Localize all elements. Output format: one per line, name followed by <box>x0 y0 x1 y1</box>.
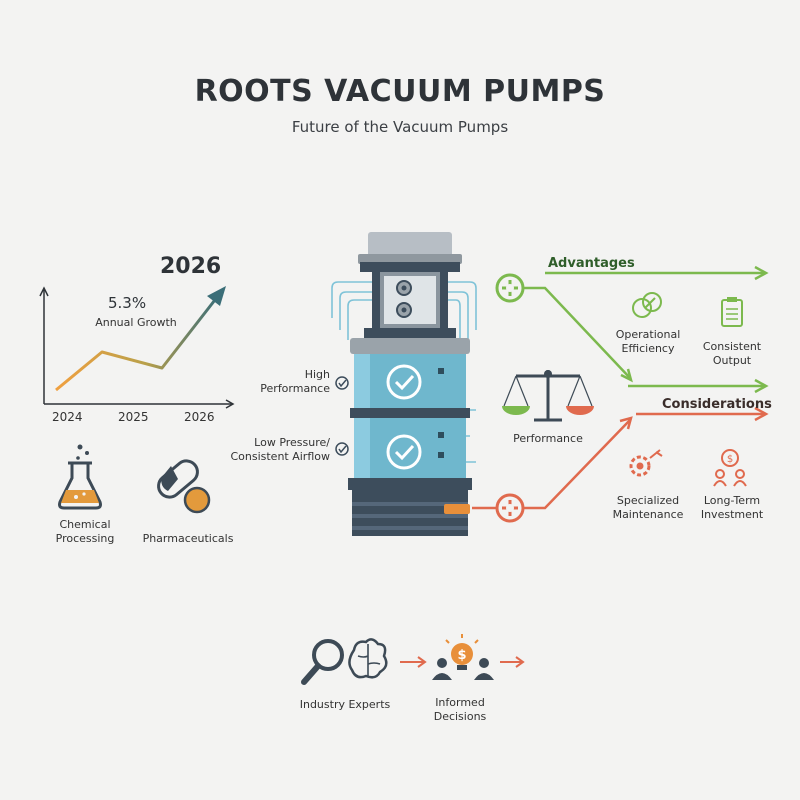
people-icon <box>432 658 494 680</box>
feature-low-pressure: Low Pressure/ Consistent Airflow <box>230 436 330 463</box>
flow-arrow-2 <box>500 656 525 668</box>
industry-chemical-label: Chemical Processing <box>55 518 115 545</box>
feature-high-performance: High Performance <box>260 368 330 395</box>
roots-pump <box>348 232 472 536</box>
check-badge-icon <box>386 364 422 400</box>
gear-icon <box>396 280 412 318</box>
page-title: ROOTS VACUUM PUMPS <box>194 74 606 109</box>
flask-icon <box>58 444 102 510</box>
balance-label: Performance <box>513 432 583 445</box>
industry-pharma-label: Pharmaceuticals <box>142 532 234 545</box>
page-subtitle: Future of the Vacuum Pumps <box>291 118 509 136</box>
pills-icon <box>157 459 211 514</box>
flow-arrow-1 <box>400 656 427 668</box>
growth-rate-label: Annual Growth <box>95 316 177 329</box>
considerations-title: Considerations <box>662 397 772 412</box>
pump-outlet <box>444 504 470 514</box>
year-label: 2024 <box>52 410 83 424</box>
considerations-arrows <box>523 406 769 510</box>
advantage-output-label: Consistent Output <box>702 340 762 367</box>
advantages-title: Advantages <box>548 256 635 271</box>
magnifier-icon <box>301 639 344 685</box>
svg-text:$: $ <box>727 454 733 465</box>
investment-icon: $ <box>713 449 747 487</box>
advantages-arrows <box>523 265 769 394</box>
growth-arrowhead <box>207 286 226 306</box>
growth-line <box>55 295 220 392</box>
check-badge-icon <box>386 434 422 470</box>
svg-text:$: $ <box>457 648 466 663</box>
brain-icon <box>348 638 388 679</box>
year-label: 2026 <box>184 410 215 424</box>
clipboard-icon <box>721 297 743 327</box>
efficiency-icon <box>632 292 662 318</box>
balance-scale-icon <box>502 370 594 422</box>
flow-experts-label: Industry Experts <box>299 698 391 711</box>
consideration-investment-label: Long-Term Investment <box>700 494 764 521</box>
check-icon <box>335 376 349 390</box>
growth-rate: 5.3% <box>108 294 147 312</box>
red-valve-icon <box>495 493 525 523</box>
flow-decisions-label: Informed Decisions <box>433 696 487 723</box>
green-valve-icon <box>495 273 525 303</box>
year-label: 2025 <box>118 410 149 424</box>
advantage-efficiency-label: Operational Efficiency <box>615 328 681 355</box>
target-year: 2026 <box>160 254 222 279</box>
consideration-maintenance-label: Specialized Maintenance <box>612 494 684 521</box>
maintenance-gear-icon <box>629 449 663 477</box>
check-icon <box>335 442 349 456</box>
lightbulb-icon: $ <box>445 634 479 670</box>
growth-chart <box>39 286 235 409</box>
